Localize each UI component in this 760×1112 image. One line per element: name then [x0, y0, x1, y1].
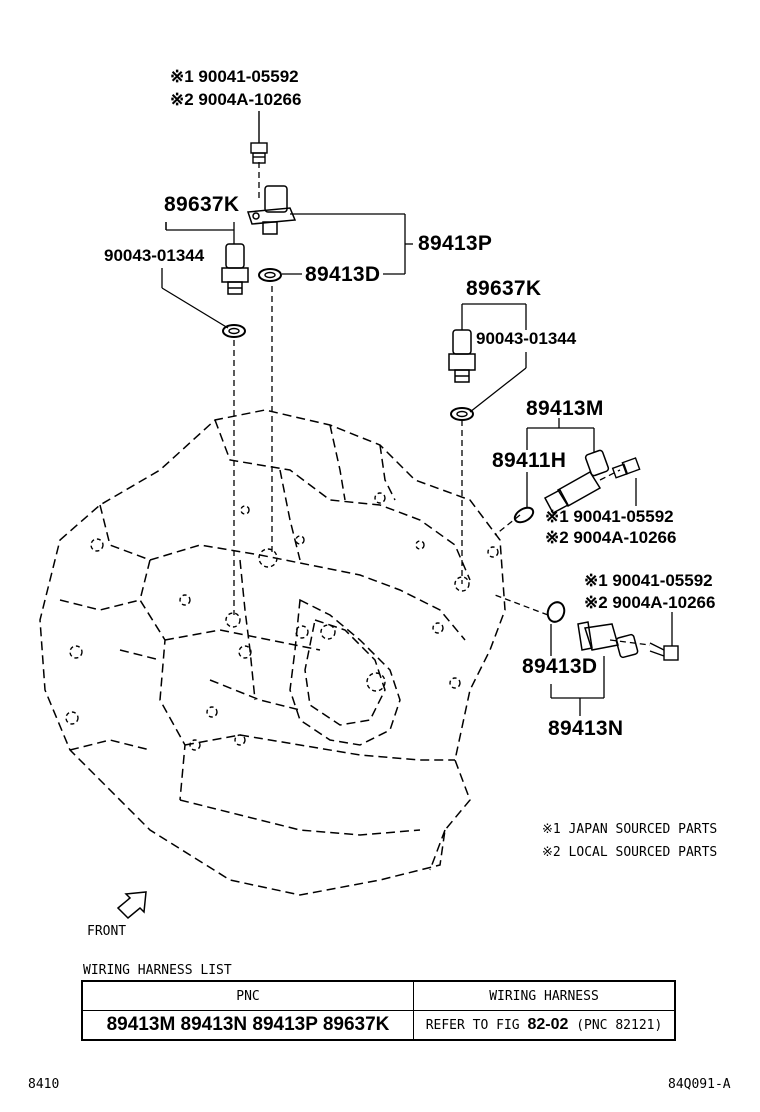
front-label: FRONT [87, 924, 127, 939]
speed-bolt [611, 457, 641, 479]
sensor-top-assy-label: 89413P [418, 232, 493, 255]
transaxle-housing [39, 409, 506, 896]
speed-sensor-label: 89413M [526, 397, 604, 420]
harness-data-row: 89413M 89413N 89413P 89637K REFER TO FIG… [81, 1010, 676, 1041]
footer-left-code: 8410 [28, 1077, 60, 1092]
harness-pnc-list: 89413M 89413N 89413P 89637K [81, 1010, 414, 1041]
harness-col-harness: WIRING HARNESS [413, 980, 676, 1011]
speed-bolt-label-2: ※2 9004A-10266 [545, 528, 677, 547]
lower-oring-label: 89413D [522, 655, 598, 678]
lower-sensor [577, 621, 639, 659]
mid-pressure-switch [448, 329, 476, 383]
housing-bosses [65, 492, 499, 751]
lower-bolt-label-2: ※2 9004A-10266 [584, 593, 716, 612]
speed-sensor [543, 449, 610, 515]
top-bolt [250, 111, 268, 164]
left-pressure-switch [221, 243, 249, 295]
speed-bolt-label-1: ※1 90041-05592 [545, 507, 674, 526]
refer-prefix: REFER TO FIG [425, 1018, 520, 1033]
oring-mid-label: 90043-01344 [476, 329, 577, 348]
speed-oring-label: 89411H [492, 449, 567, 472]
lower-bolt-label-1: ※1 90041-05592 [584, 571, 713, 590]
top-oring [258, 268, 282, 282]
left-oring [222, 324, 246, 338]
refer-fig: 82-02 [527, 1016, 569, 1033]
note-japan: ※1 JAPAN SOURCED PARTS [542, 822, 718, 837]
mid-oring [450, 407, 474, 421]
oring-left-label: 90043-01344 [104, 246, 205, 265]
harness-header-row: PNC WIRING HARNESS [81, 980, 676, 1011]
note-local: ※2 LOCAL SOURCED PARTS [542, 845, 718, 860]
harness-title: WIRING HARNESS LIST [83, 963, 232, 978]
refer-pnc: (PNC 82121) [576, 1018, 663, 1033]
harness-table: PNC WIRING HARNESS 89413M 89413N 89413P … [81, 980, 676, 1041]
sensor-mid-label: 89637K [466, 277, 542, 300]
assembly-lines [233, 162, 651, 646]
top-bolt-label-1: ※1 90041-05592 [170, 67, 299, 86]
lower-oring [546, 601, 566, 623]
top-bolt-label-2: ※2 9004A-10266 [170, 90, 302, 109]
top-sensor [246, 185, 297, 235]
lower-sensor-label: 89413N [548, 717, 624, 740]
leader-lines [161, 213, 673, 716]
harness-col-pnc: PNC [81, 980, 414, 1011]
lower-bolt [649, 642, 679, 661]
oring-top-label: 89413D [305, 263, 381, 286]
front-arrow-icon [116, 891, 147, 920]
footer-right-code: 84Q091-A [668, 1077, 731, 1092]
speed-oring [513, 506, 535, 524]
harness-refer[interactable]: REFER TO FIG 82-02 (PNC 82121) [413, 1010, 676, 1041]
sensor-left-label: 89637K [164, 193, 240, 216]
